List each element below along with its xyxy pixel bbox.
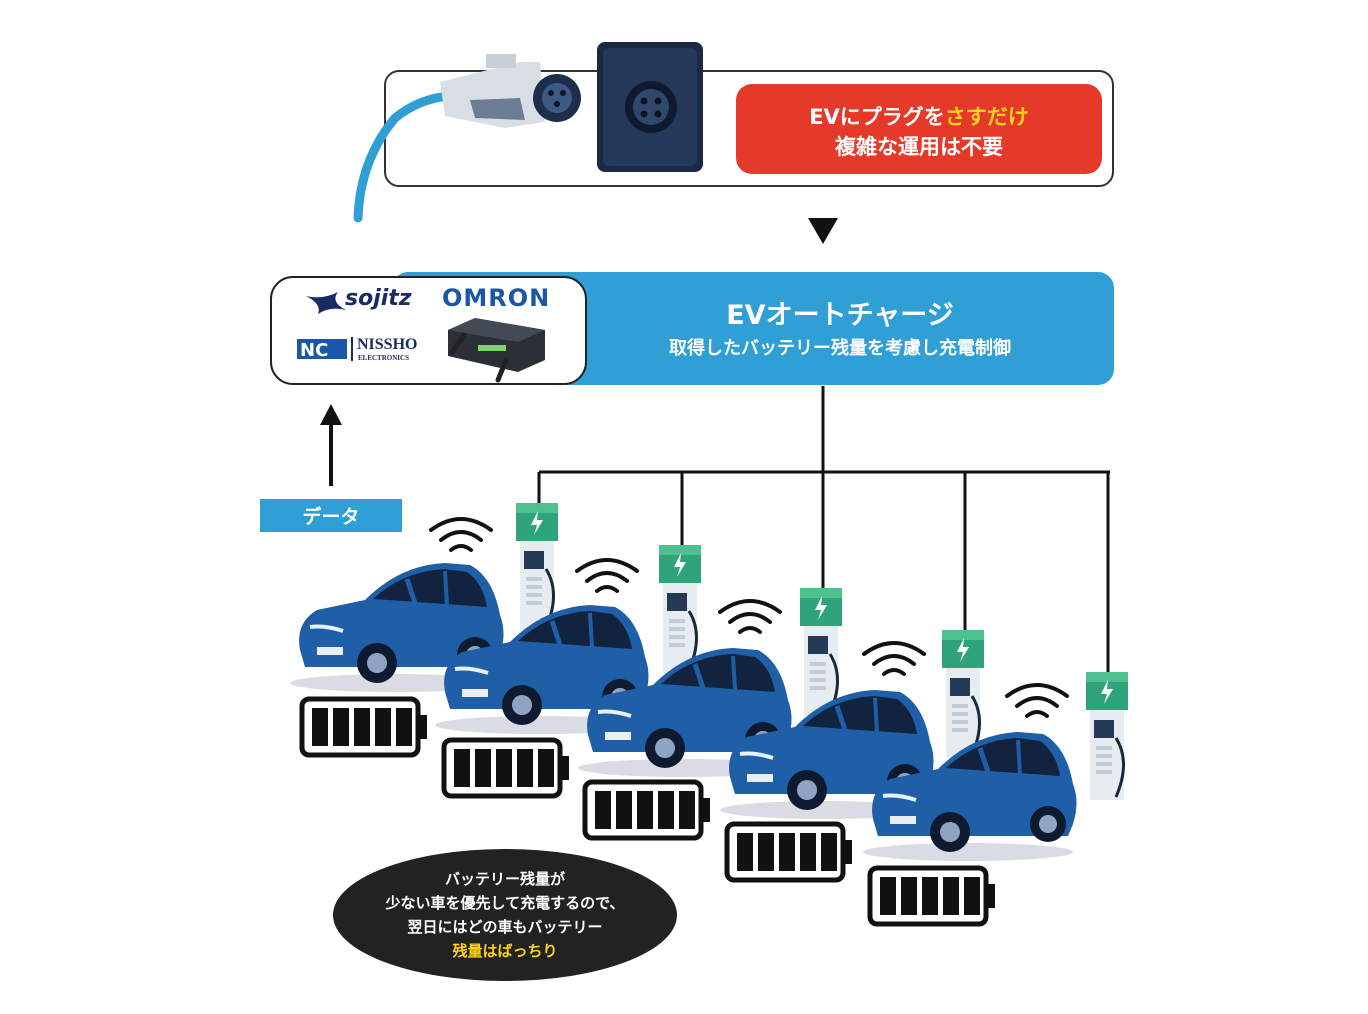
wifi-icon — [575, 558, 639, 593]
nissho-logo-sub: ELECTRONICS — [358, 354, 409, 362]
plug-message-pill — [736, 84, 1102, 174]
up-arrow-icon — [320, 404, 342, 486]
ev-plug-icon — [440, 54, 581, 128]
control-device-icon — [448, 318, 545, 383]
bubble-line4: 残量はばっちり — [452, 942, 558, 960]
sojitz-logo: sojitz — [345, 286, 412, 311]
plug-message-line1: EVにプラグをさすだけ — [809, 105, 1029, 129]
wifi-icon — [429, 517, 493, 552]
plug-message: EVにプラグをさすだけ 複雑な運用は不要 — [736, 90, 1102, 174]
battery-icon — [302, 699, 427, 755]
charger-icon — [514, 501, 560, 633]
info-bubble — [333, 849, 677, 981]
bubble-line3: 翌日にはどの車もバッテリー — [407, 918, 603, 936]
wifi-icon — [718, 599, 782, 634]
charger-icon — [940, 628, 986, 760]
nissho-logo-icon: NC — [297, 337, 353, 361]
wifi-icon — [862, 641, 926, 676]
auto-charge-title: EVオートチャージ — [726, 300, 954, 331]
down-arrow-icon — [808, 218, 838, 244]
auto-charge-text: EVオートチャージ 取得したバッテリー残量を考慮し充電制御 — [590, 290, 1090, 370]
battery-icon — [727, 824, 852, 880]
bubble-line2: 少ない車を優先して充電するので、 — [385, 894, 625, 912]
nissho-logo: NISSHO — [357, 336, 418, 353]
charger-icon — [1084, 670, 1130, 802]
data-label: データ — [260, 499, 402, 532]
charger-icon — [657, 543, 703, 675]
svg-text:NC: NC — [300, 340, 328, 361]
battery-icon — [444, 740, 569, 796]
auto-charge-subtitle: 取得したバッテリー残量を考慮し充電制御 — [669, 338, 1011, 359]
plug-message-highlight: さすだけ — [944, 105, 1029, 129]
bubble-line1: バッテリー残量が — [444, 870, 565, 888]
battery-icon — [585, 782, 710, 838]
info-bubble-text: バッテリー残量が 少ない車を優先して充電するので、 翌日にはどの車もバッテリー … — [340, 860, 670, 970]
battery-icon — [870, 868, 995, 924]
ev-socket-icon — [597, 42, 703, 172]
plug-cable — [353, 91, 455, 223]
omron-logo: OMRON — [442, 284, 551, 312]
network-lines — [537, 386, 1110, 672]
wifi-icon — [1005, 683, 1069, 718]
sojitz-logo-icon — [306, 292, 346, 314]
plug-message-line2: 複雑な運用は不要 — [835, 135, 1003, 159]
charger-icon — [798, 586, 844, 718]
